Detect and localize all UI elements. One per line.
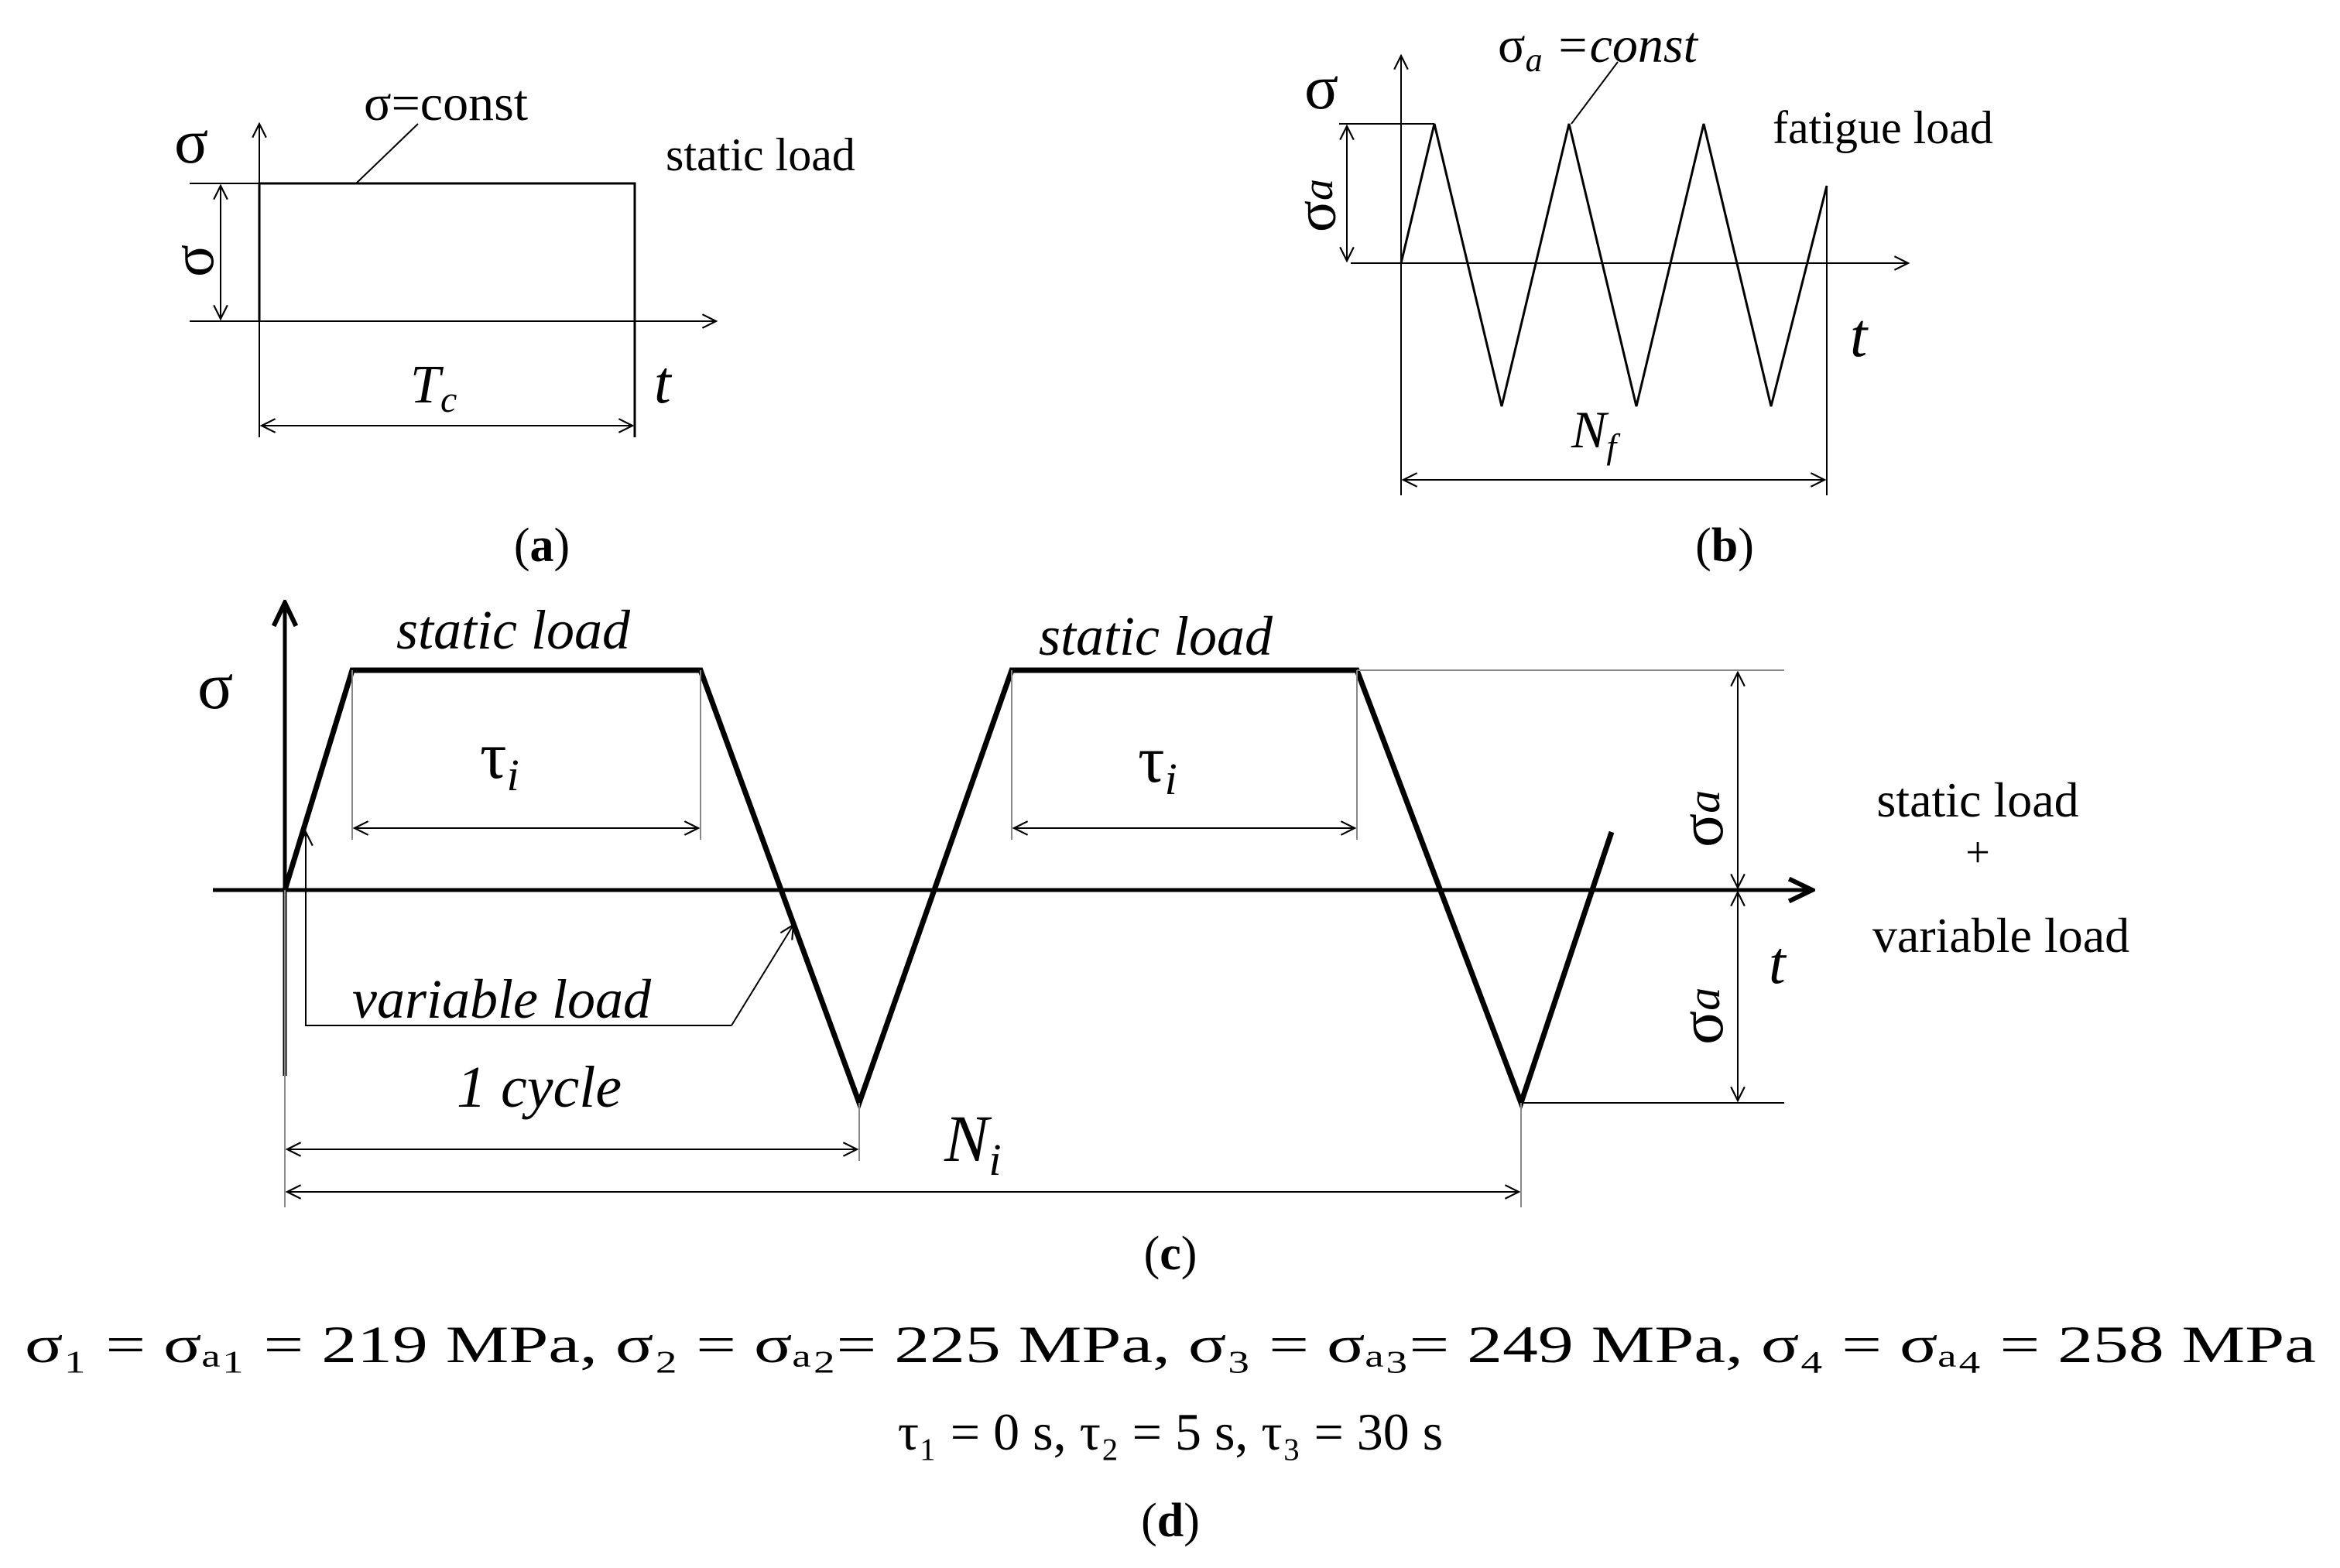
panel-b-sigma-a-leader — [1571, 61, 1619, 125]
panel-d-stress-values: σ₁ = σₐ₁ = 219 MPa, σ₂ = σₐ₂= 225 MPa, σ… — [25, 1315, 2316, 1374]
panel-a-tc-label: Tc — [410, 355, 457, 420]
panel-b: σ σa =const fatigue load σa Nf t (b) — [1283, 17, 1993, 572]
panel-c-y-axis-label: σ — [197, 649, 233, 723]
panel-c-caption: (c) — [1144, 1227, 1197, 1280]
panel-b-fatigue-load-curve — [1400, 123, 1828, 407]
panel-c-variable-load-leader-right — [731, 925, 793, 1026]
panel-a-static-load-curve — [258, 182, 636, 437]
panel-b-nf-label: Nf — [1571, 400, 1621, 466]
panel-c-variable-load-label: variable load — [352, 968, 652, 1030]
panel-b-x-axis-label: t — [1850, 302, 1869, 370]
panel-c-load-curve — [282, 667, 1615, 1111]
panel-c-ni-label: Ni — [944, 1101, 1002, 1185]
panel-c-combo-plus: + — [1965, 829, 1990, 877]
panel-a-sigma-leader — [355, 123, 419, 184]
panel-a-x-axis-label: t — [654, 348, 673, 416]
panel-a: σ σ=const static load σ Tc t (a) — [159, 75, 855, 572]
panel-b-amp-dim-label: σa — [1283, 179, 1348, 232]
panel-c-combo-line2: variable load — [1872, 908, 2129, 963]
panel-c-amp-lower-label: σa — [1666, 988, 1736, 1045]
panel-a-y-axis-label: σ — [174, 106, 208, 176]
panel-d-dwell-times: τ₁ = 0 s, τ₂ = 5 s, τ₃ = 30 s — [898, 1402, 1444, 1461]
panel-c-tau2-label: τi — [1138, 722, 1177, 804]
panel-c-amp-upper-label: σa — [1666, 790, 1736, 847]
panel-b-caption: (b) — [1695, 519, 1754, 572]
panel-a-static-load-label: static load — [666, 129, 855, 180]
panel-c-one-cycle-label: 1 cycle — [457, 1055, 622, 1120]
panel-a-caption: (a) — [514, 519, 570, 572]
panel-b-fatigue-load-label: fatigue load — [1773, 102, 1993, 153]
panel-d: σ₁ = σₐ₁ = 219 MPa, σ₂ = σₐ₂= 225 MPa, σ… — [25, 1315, 2316, 1547]
panel-c-tau1-label: τi — [480, 718, 519, 800]
panel-b-y-axis-label: σ — [1304, 52, 1338, 122]
panel-a-sigma-const-label: σ=const — [364, 75, 528, 132]
panel-c: σ static load static load τi τi variable… — [197, 599, 2129, 1280]
panel-d-caption: (d) — [1141, 1494, 1200, 1547]
panel-a-sigma-dim-label: σ — [159, 245, 226, 277]
panel-c-x-axis-label: t — [1769, 929, 1787, 996]
panel-b-sigma-a-const-label: σa =const — [1498, 17, 1699, 79]
panel-c-variable-load-leader-left — [306, 832, 352, 1026]
panel-c-static-load-label-1: static load — [396, 599, 631, 661]
panel-c-combo-line1: static load — [1876, 772, 2078, 827]
panel-c-static-load-label-2: static load — [1039, 605, 1273, 667]
